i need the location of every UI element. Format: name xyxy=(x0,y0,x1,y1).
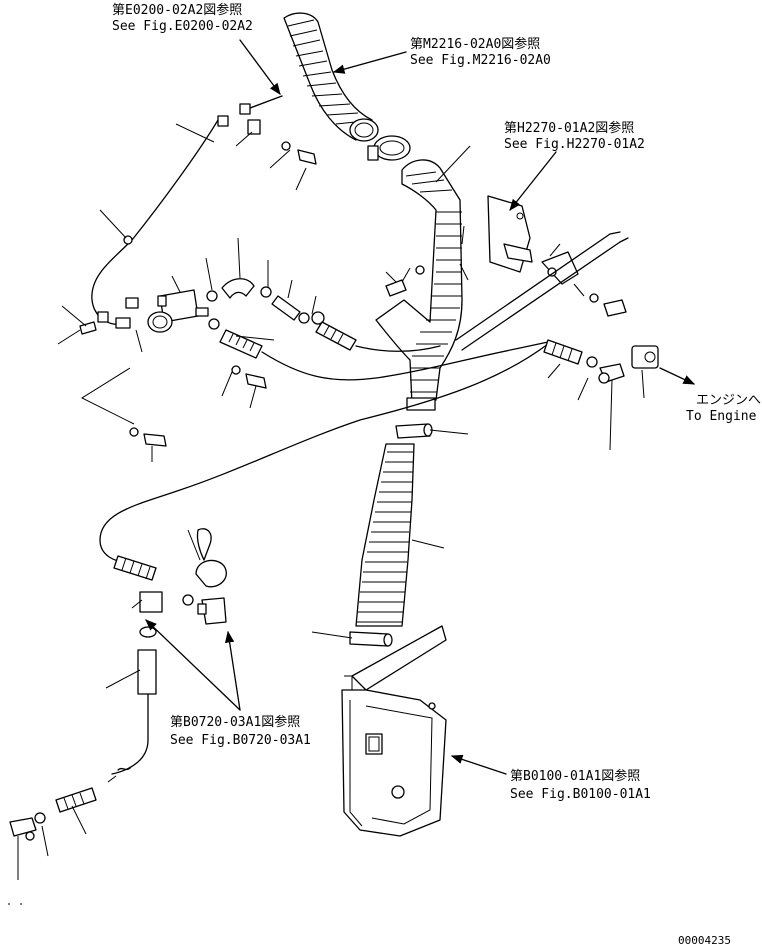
ref-b0720-en: See Fig.B0720-03A1 xyxy=(170,733,311,748)
ref-engine-jp: エンジンへ xyxy=(696,393,761,408)
reference-arrows xyxy=(145,39,696,775)
lower-corrugated-hose xyxy=(355,443,415,627)
mounting-bracket xyxy=(487,195,579,285)
drawing-number: 00004235 xyxy=(678,934,731,947)
ref-b0720-jp: 第B0720-03A1図参照 xyxy=(170,714,300,730)
ref-m2216-en: See Fig.M2216-02A0 xyxy=(410,53,551,68)
fluid-lines xyxy=(99,231,629,563)
bolt-washer-set xyxy=(129,141,627,447)
joint-sleeve xyxy=(395,423,433,439)
engine-fitting xyxy=(543,339,659,384)
ref-h2270-jp: 第H2270-01A2図参照 xyxy=(504,120,634,136)
ref-b0100-en: See Fig.B0100-01A1 xyxy=(510,787,651,802)
air-duct-box xyxy=(341,625,447,837)
ref-e0200-jp: 第E0200-02A2図参照 xyxy=(112,2,242,18)
index-leader-lines xyxy=(8,123,645,905)
ref-engine-en: To Engine xyxy=(686,409,757,424)
lower-sleeve xyxy=(349,631,393,647)
hose-clamp xyxy=(367,135,411,161)
upper-corrugated-hose xyxy=(283,12,379,142)
ref-e0200-en: See Fig.E0200-02A2 xyxy=(112,19,253,34)
ref-b0100-jp: 第B0100-01A1図参照 xyxy=(510,768,640,784)
ref-h2270-en: See Fig.H2270-01A2 xyxy=(504,137,645,152)
drain-valve-assembly xyxy=(9,528,227,841)
ref-m2216-jp: 第M2216-02A0図参照 xyxy=(410,36,540,52)
sensor-harness xyxy=(79,95,357,359)
